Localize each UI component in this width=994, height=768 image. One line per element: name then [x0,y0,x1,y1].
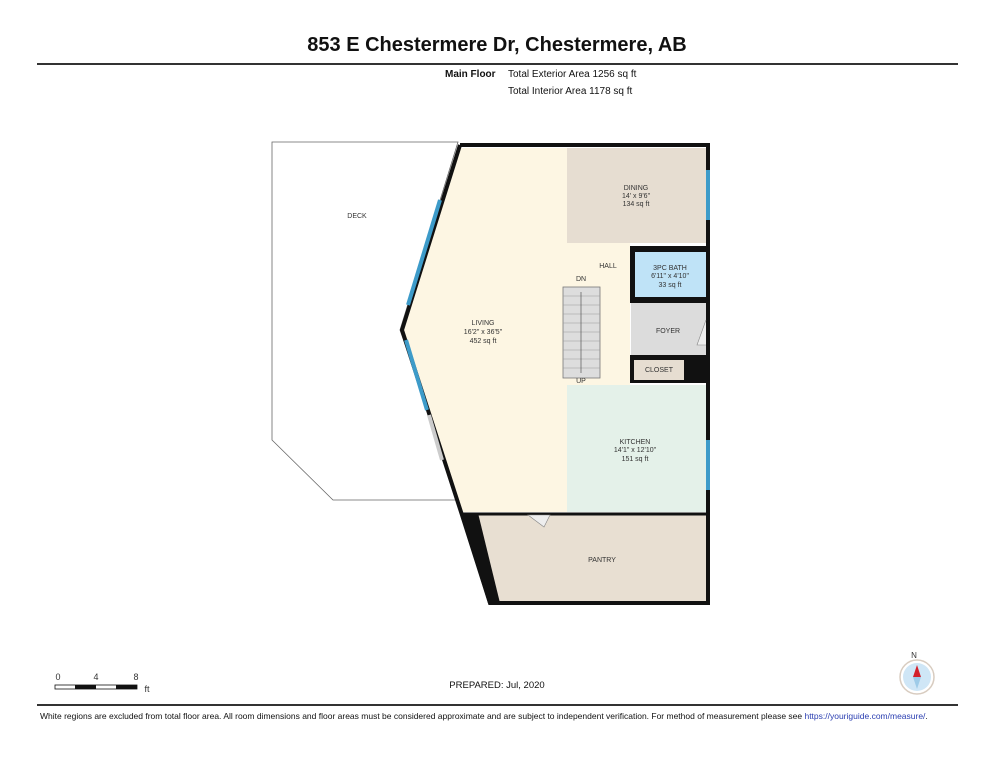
compass-icon: N [899,651,935,695]
bath-area: 33 sq ft [659,282,682,289]
header-divider [37,63,958,65]
scale-tick-0: 0 [55,672,60,682]
deck-label: DECK [347,213,367,220]
stairs-up-label: UP [576,378,586,385]
hall-label: HALL [599,263,617,270]
window-living-upper [406,199,442,306]
staircase [562,286,601,379]
room-pantry [462,515,710,605]
window-living-lower [404,339,429,411]
bath-label: 3PC BATH [653,265,687,272]
floor-name: Main Floor [445,69,496,80]
room-dining [567,148,706,243]
closet-label: CLOSET [645,367,674,374]
room-foyer [631,303,706,355]
compass-north-label: N [911,651,917,660]
dining-dims: 14' x 9'6" [622,193,651,200]
living-area: 452 sq ft [470,338,497,345]
living-dims: 16'2" x 36'5" [464,329,503,336]
disclaimer-text: White regions are excluded from total fl… [40,711,805,721]
disclaimer-suffix: . [925,711,928,721]
living-label: LIVING [472,320,495,327]
footer-divider [37,704,958,706]
kitchen-dims: 14'1" x 12'10" [614,447,657,454]
kitchen-label: KITCHEN [620,439,651,446]
pantry-door [527,514,551,528]
measurement-link[interactable]: https://youriguide.com/measure/ [804,711,926,721]
total-interior-area: Total Interior Area 1178 sq ft [508,86,633,97]
scale-tick-4: 4 [93,672,98,682]
foyer-label: FOYER [656,328,680,335]
room-closet [634,360,684,380]
kitchen-area: 151 sq ft [622,456,649,463]
scale-tick-8: 8 [133,672,138,682]
stairs-down-label: DN [576,276,586,283]
total-exterior-area: Total Exterior Area 1256 sq ft [508,69,637,80]
room-living [404,148,630,512]
scale-unit: ft [144,684,150,694]
bath-dims: 6'11" x 4'10" [651,273,689,280]
prepared-date: PREPARED: Jul, 2020 [449,680,545,691]
room-kitchen [567,385,706,512]
dining-label: DINING [624,185,649,192]
page-title: 853 E Chestermere Dr, Chestermere, AB [307,34,687,56]
patio-door [427,414,444,461]
scale-bar: 0 4 8 ft [54,672,150,694]
room-bath [635,252,706,297]
pantry-label: PANTRY [588,557,616,564]
pantry-thick-wall [460,513,500,603]
front-door [696,319,707,346]
disclaimer: White regions are excluded from total fl… [40,710,940,722]
dining-area: 134 sq ft [623,201,650,208]
